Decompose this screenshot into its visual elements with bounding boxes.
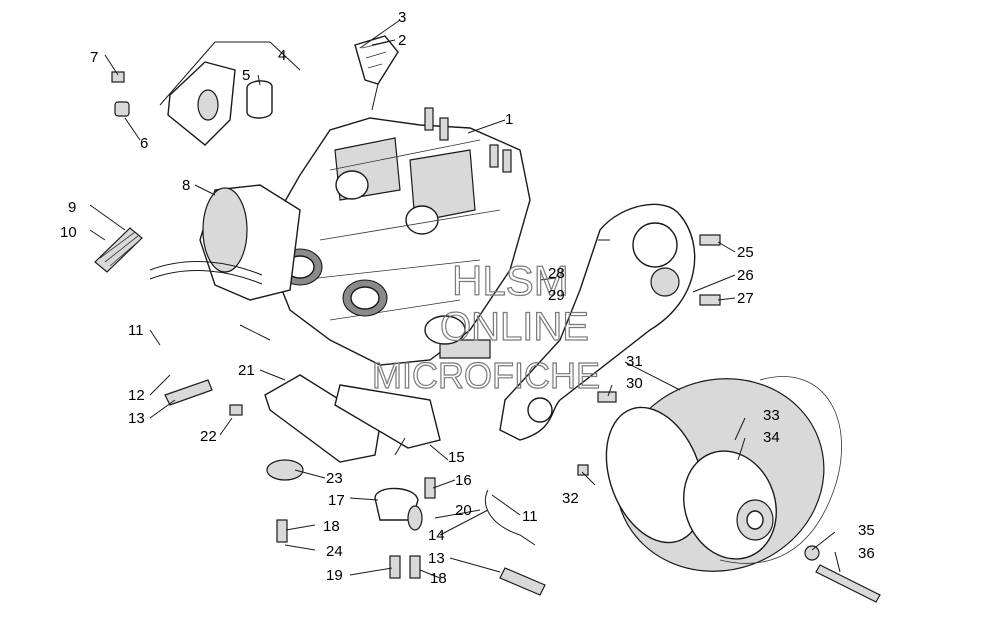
callout-17: 17 [328,492,345,509]
watermark-line1: HLSM [452,257,569,304]
tube-line [484,489,536,546]
callout-33: 33 [763,407,780,424]
callout-10: 10 [60,224,77,241]
callout-27: 27 [737,290,754,307]
drive-clutch [605,376,842,572]
callout-7: 7 [90,49,98,66]
callout-28: 28 [548,265,565,282]
callout-22: 22 [200,428,217,445]
callout-13b: 13 [428,550,445,567]
callout-8: 8 [182,177,190,194]
leader-lines [89,19,841,579]
callout-36: 36 [858,545,875,562]
callout-3: 3 [398,9,406,26]
callout-9: 9 [68,199,76,216]
spring-assembly [94,227,143,273]
callout-2: 2 [398,32,406,49]
callout-12: 12 [128,387,145,404]
engine-assembly [269,107,531,366]
callout-11a: 11 [128,322,144,339]
callout-14: 14 [428,527,445,544]
callout-21: 21 [238,362,255,379]
watermark-line2: ONLINE [440,305,589,349]
callout-20: 20 [455,502,472,519]
callout-25: 25 [737,244,754,261]
starter-handle [354,35,399,111]
callout-23: 23 [326,470,343,487]
callout-32: 32 [562,490,579,507]
callout-4: 4 [278,47,286,64]
callout-6: 6 [140,135,148,152]
bolts [164,234,881,603]
callout-30: 30 [626,375,643,392]
callout-13a: 13 [128,410,145,427]
watermark-line3: MICROFICHE [372,355,600,396]
callout-5: 5 [242,67,250,84]
callout-35: 35 [858,522,875,539]
drive-plate [499,203,696,441]
callout-15: 15 [448,449,465,466]
callout-16: 16 [455,472,472,489]
cover-plate [111,61,273,146]
callout-31: 31 [626,353,643,370]
callout-34: 34 [763,429,780,446]
engine-mount-bracket [264,374,441,531]
callout-26: 26 [737,267,754,284]
callout-24: 24 [326,543,343,560]
callout-11b: 11 [522,508,538,525]
callout-29: 29 [548,287,565,304]
callout-19: 19 [326,567,343,584]
callout-1: 1 [505,111,513,128]
recoil-starter [149,184,301,301]
callout-labels: 1 2 3 4 5 6 7 8 9 10 11 11 12 13 13 14 1… [60,9,875,587]
callout-18a: 18 [323,518,340,535]
watermark: HLSM ONLINE MICROFICHE [371,256,600,396]
callout-18b: 18 [430,570,447,587]
